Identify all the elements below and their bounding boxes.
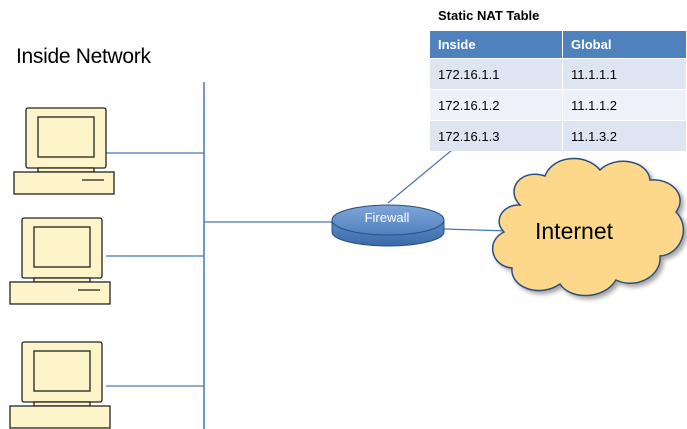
nat-cell-inside: 172.16.1.3 <box>430 120 563 151</box>
firewall-icon <box>331 204 445 247</box>
internet-cloud-icon <box>491 157 685 297</box>
nat-cell-inside: 172.16.1.1 <box>430 58 563 90</box>
firewall-internet-link <box>443 228 511 232</box>
nat-cell-inside: 172.16.1.2 <box>430 89 563 121</box>
nat-table-header-row: Inside Global <box>430 31 686 59</box>
nat-cell-global: 11.1.1.2 <box>562 89 686 121</box>
firewall-label: Firewall <box>364 210 410 225</box>
static-nat-table: Inside Global 172.16.1.1 11.1.1.1 172.16… <box>430 31 686 151</box>
internet-label: Internet <box>535 218 613 244</box>
nat-header-global: Global <box>562 31 686 59</box>
nat-header-inside: Inside <box>430 31 563 59</box>
table-row: 172.16.1.1 11.1.1.1 <box>430 58 686 90</box>
table-row: 172.16.1.2 11.1.1.2 <box>430 89 686 121</box>
nat-table-caption: Static NAT Table <box>438 8 540 23</box>
table-row: 172.16.1.3 11.1.3.2 <box>430 120 686 151</box>
inside-network-title: Inside Network <box>16 45 151 68</box>
computer-3-icon <box>9 341 111 429</box>
nat-cell-global: 11.1.1.1 <box>562 58 686 90</box>
nat-cell-global: 11.1.3.2 <box>562 120 686 151</box>
computer-2-icon <box>9 217 111 305</box>
firewall-table-link <box>387 149 453 204</box>
computer-1-icon <box>13 107 115 195</box>
